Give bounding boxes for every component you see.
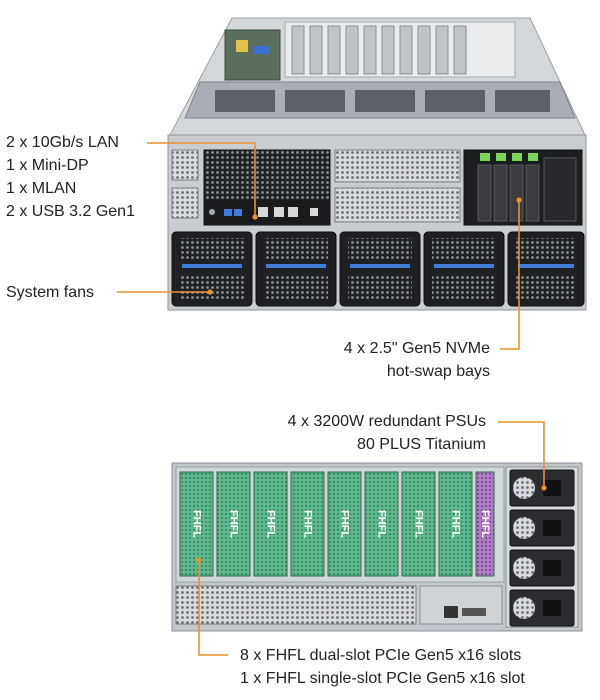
nvme-line-1: 4 x 2.5" Gen5 NVMe	[343, 340, 490, 357]
rear-server-view: FHFL FHFL FHFL FHFL FHFL FHFL FHFL FHFL FHFL	[171, 462, 583, 632]
nvme-callout: 4 x 2.5" Gen5 NVMe hot-swap bays	[344, 337, 490, 383]
psu-line: 4 x 3200W redundant PSUs	[287, 413, 486, 430]
pcie-slot-label: FHFL	[191, 510, 203, 538]
leader-rear-io	[147, 142, 256, 217]
pcie-card	[290, 471, 325, 577]
front-server-view	[167, 17, 587, 311]
pcie-slot-label: FHFL	[265, 510, 277, 538]
pcie-card	[401, 471, 436, 577]
pcie-line-2: 1 x FHFL single-slot PCIe Gen5 x16 slot	[240, 670, 525, 687]
psu-callout: 4 x 3200W redundant PSUs 80 PLUS Titaniu…	[288, 410, 486, 456]
leader-pcie	[198, 560, 228, 656]
rear-io-line-3: 1 x MLAN	[6, 180, 77, 197]
psu-sub: 80 PLUS Titanium	[357, 436, 486, 453]
pcie-card	[327, 471, 362, 577]
nvme-line-2: hot-swap bays	[386, 363, 490, 380]
pcie-slot-label: FHFL	[339, 510, 351, 538]
rear-io-line-4: 2 x USB 3.2 Gen1	[6, 203, 135, 220]
pcie-slot-label: FHFL	[302, 510, 314, 538]
pcie-card	[364, 471, 399, 577]
pcie-slot-label: FHFL	[479, 510, 491, 538]
pcie-slot-label: FHFL	[376, 510, 388, 538]
fans-callout: System fans	[6, 284, 95, 301]
pcie-card	[438, 471, 473, 577]
pcie-card	[179, 471, 214, 577]
leader-nvme	[500, 200, 520, 350]
pcie-slot-label: FHFL	[413, 510, 425, 538]
rear-io-callout: 2 x 10Gb/s LAN 1 x Mini-DP 1 x MLAN 2 x …	[6, 131, 135, 223]
pcie-card	[216, 471, 251, 577]
pcie-line-1: 8 x FHFL dual-slot PCIe Gen5 x16 slots	[240, 647, 522, 664]
pcie-card	[253, 471, 288, 577]
pcie-card	[475, 471, 495, 577]
leader-psu	[498, 421, 545, 488]
leader-lines	[117, 142, 547, 656]
pcie-slot-label: FHFL	[450, 510, 462, 538]
rear-io-line-2: 1 x Mini-DP	[6, 157, 89, 174]
rear-io-line-1: 2 x 10Gb/s LAN	[6, 134, 119, 151]
pcie-slot-label: FHFL	[228, 510, 240, 538]
pcie-callout: 8 x FHFL dual-slot PCIe Gen5 x16 slots 1…	[240, 644, 525, 690]
